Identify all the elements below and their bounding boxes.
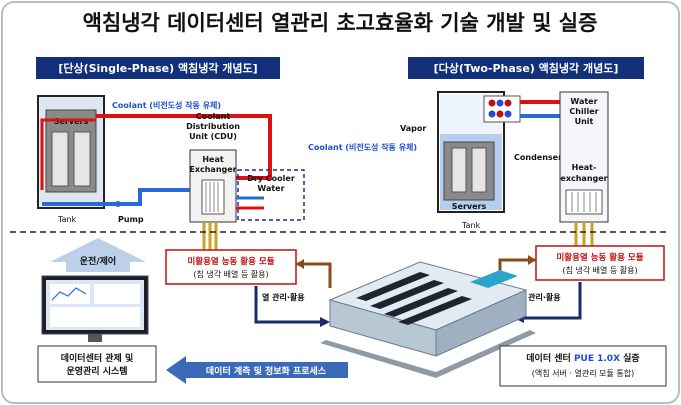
- brown-arrowhead-left: [296, 259, 304, 269]
- brown-arrow-left: [296, 262, 332, 288]
- ops-line-2: 운영관리 시스템: [66, 365, 127, 377]
- thermal-label-left: 열 관리·활용: [262, 292, 305, 302]
- coil-tube-3: [504, 99, 512, 107]
- pue-box: [499, 345, 667, 387]
- single-phase-header-bg: [36, 57, 280, 79]
- rack-row-1: [356, 272, 430, 301]
- dc-racks: [356, 270, 518, 325]
- pump-label: Pump: [118, 215, 144, 224]
- pue-prefix: 데이터 센터: [526, 352, 574, 364]
- hx-line-1: Heat: [202, 155, 224, 164]
- coolant-label-left: Coolant (비전도성 작동 유체): [112, 100, 221, 110]
- brown-arrowhead-right: [528, 255, 536, 265]
- hx-core: [201, 179, 225, 215]
- screen-panel-3: [50, 307, 140, 327]
- dc-base: [320, 330, 536, 378]
- dry-cooler-line-2: Water: [257, 184, 284, 193]
- module-box-right: [535, 245, 665, 281]
- screen-panel-2: [94, 284, 140, 304]
- cooling-unit: [470, 270, 518, 288]
- hx-right-line-2: exchanger: [560, 174, 607, 183]
- tank-label-right: Tank: [461, 221, 481, 230]
- server-blade-2: [73, 131, 91, 187]
- cdu-line-2: Distribution: [186, 122, 240, 131]
- control-label: 운전/제어: [80, 255, 116, 267]
- servers-label-right: Servers: [452, 202, 487, 211]
- chiller-line-3: Unit: [575, 117, 594, 126]
- dry-cooler-box: [237, 169, 305, 221]
- coil-tube-4: [488, 110, 496, 118]
- cool-coolant-line: [42, 188, 198, 206]
- pue-suffix: 실증: [620, 352, 640, 364]
- data-process-label: 데이터 계측 및 정보화 프로세스: [206, 365, 327, 377]
- rack-row-2: [370, 280, 444, 309]
- tank-label-left: Tank: [57, 215, 77, 224]
- condenser-coil: [483, 95, 521, 123]
- module-right-line-2: (칩 냉각 배열 등 활용): [562, 265, 637, 275]
- cdu-line-3: Unit (CDU): [189, 132, 237, 141]
- module-left-line-1: 미활용열 능동 활용 모듈: [187, 256, 274, 267]
- server-blade-1: [51, 131, 69, 187]
- thermal-arrow-left: [254, 286, 322, 324]
- hot-coolant-line: [96, 114, 272, 180]
- hx-right-line-1: Heat-: [572, 163, 597, 172]
- rack-row-4: [398, 296, 472, 325]
- single-phase-header: [단상(Single-Phase) 액침냉각 개념도]: [58, 61, 257, 75]
- chiller-line-2: Chiller: [569, 107, 598, 116]
- tp-server-blade-1: [451, 147, 467, 193]
- thermal-arrow-right: [522, 282, 582, 320]
- module-left-line-2: (칩 냉각 배열 등 활용): [193, 269, 268, 279]
- two-phase-header: [다상(Two-Phase) 액침냉각 개념도]: [434, 61, 619, 75]
- chiller-line-1: Water: [570, 97, 597, 106]
- module-box-left: [165, 249, 297, 285]
- data-process-arrow: [166, 356, 348, 384]
- main-title: 액침냉각 데이터센터 열관리 초고효율화 기술 개발 및 실증: [83, 11, 598, 35]
- monitor-stand: [88, 334, 102, 342]
- hx-line-2: Exchanger: [189, 165, 236, 174]
- condenser-label: Condenser: [514, 153, 562, 162]
- coil-tube-1: [488, 99, 496, 107]
- coolant-label-right: Coolant (비전도성 작동 유체): [308, 142, 417, 152]
- two-phase-header-bg: [408, 57, 644, 79]
- module-right-line-1: 미활용열 능동 활용 모듈: [556, 252, 643, 263]
- pue-value: PUE 1.0X: [574, 354, 620, 364]
- control-arrow: [50, 238, 146, 272]
- thermal-arrowhead-left: [320, 317, 330, 327]
- dc-side-wall: [435, 289, 527, 357]
- hot-coolant-riser: [40, 118, 96, 190]
- coil-tube-2: [496, 99, 504, 107]
- tp-server-blade-2: [471, 147, 487, 193]
- pump-node: [115, 201, 121, 207]
- thermal-label-right: 열 관리·활용: [518, 292, 561, 302]
- coil-tube-5: [496, 110, 504, 118]
- rack-row-3: [384, 288, 458, 317]
- ops-system-box: [37, 345, 157, 383]
- vapor-label: Vapor: [400, 124, 426, 133]
- cdu-line-1: Coolant: [196, 112, 231, 121]
- pue-line-2: (액침 서버 · 열관리 모듈 통합): [532, 368, 634, 378]
- dry-cooler-line-1: Dry Cooler: [247, 174, 295, 183]
- ops-line-1: 데이터센터 관제 및: [61, 352, 134, 364]
- pue-line-1: 데이터 센터 PUE 1.0X 실증: [526, 352, 639, 364]
- coil-tube-6: [504, 110, 512, 118]
- screen-chart-line: [51, 287, 87, 301]
